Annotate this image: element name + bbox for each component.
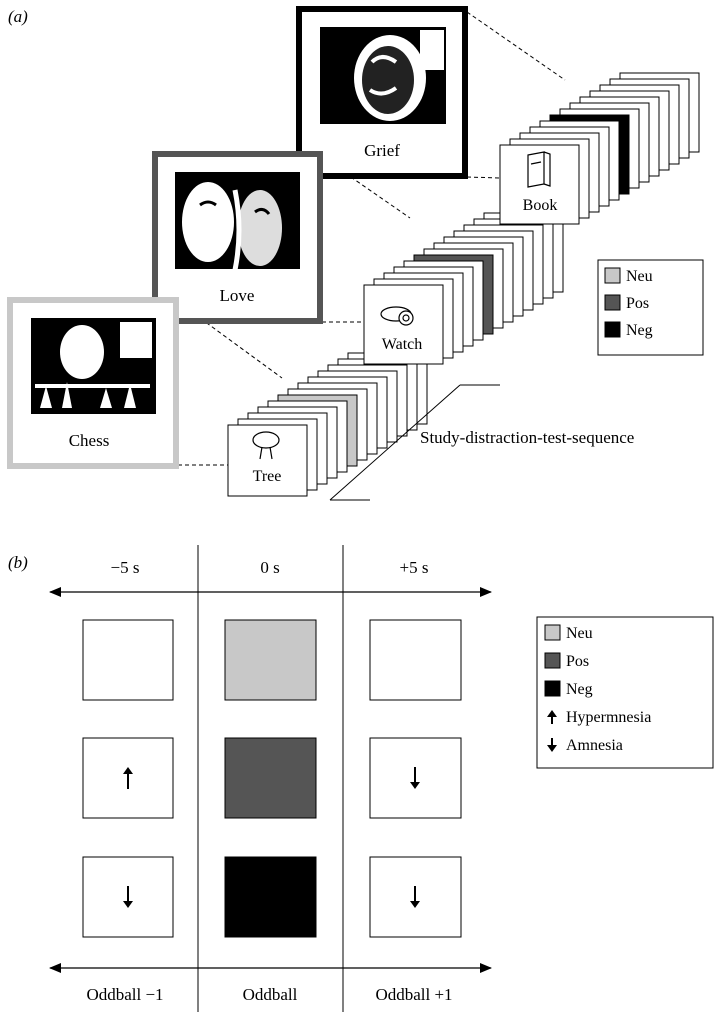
chess-photo xyxy=(31,318,156,414)
cell-after xyxy=(369,619,462,701)
sequence-label: Study-distraction-test-sequence xyxy=(420,428,634,447)
amnesia-arrow-icon xyxy=(547,738,557,752)
legend-b-label: Pos xyxy=(566,653,589,670)
legend-a-swatch xyxy=(604,267,621,284)
legend-a-label: Neg xyxy=(626,322,653,339)
arrow-up-icon xyxy=(123,767,133,789)
frame-chess: Chess xyxy=(7,297,179,469)
grid-row xyxy=(82,856,462,938)
arrow-down-icon xyxy=(410,767,420,789)
col-label-oddball: Oddball xyxy=(243,985,298,1004)
legend-a-swatch xyxy=(604,321,621,338)
card-book: Book xyxy=(499,144,580,225)
card-tree: Tree xyxy=(227,424,308,497)
col-label-plus5: +5 s xyxy=(400,558,429,577)
grid-row xyxy=(82,619,462,701)
cell-before xyxy=(82,619,174,701)
legend-b-swatch xyxy=(544,680,561,697)
legend-b-label: Hypermnesia xyxy=(566,709,651,726)
book-icon xyxy=(527,151,551,188)
card-watch: Watch xyxy=(363,284,444,365)
arrow-down-icon xyxy=(123,886,133,908)
oddball-grid xyxy=(82,619,462,938)
frame-love: Love xyxy=(152,151,323,324)
legend-b-box xyxy=(536,616,714,769)
legend-a-label: Neu xyxy=(626,268,653,285)
label-watch: Watch xyxy=(382,336,422,353)
label-grief: Grief xyxy=(364,141,400,160)
grid-row xyxy=(82,737,462,819)
frame-grief: Grief xyxy=(296,6,468,179)
sequence-axis xyxy=(329,384,500,501)
cell-oddball xyxy=(224,856,317,938)
label-tree: Tree xyxy=(253,468,282,485)
column-dividers xyxy=(197,545,344,1012)
legend-b-label: Amnesia xyxy=(566,737,623,754)
legend-b-swatch xyxy=(544,624,561,641)
legend-b-label: Neu xyxy=(566,625,593,642)
label-book: Book xyxy=(523,197,558,214)
legend-a-label: Pos xyxy=(626,295,649,312)
legend-a-swatch xyxy=(604,294,621,311)
legend-b-label: Neg xyxy=(566,681,593,698)
panel-a-label: (a) xyxy=(8,7,28,26)
arrow-down-icon xyxy=(410,886,420,908)
col-label-oddball-plus1: Oddball +1 xyxy=(375,985,452,1004)
tree-icon xyxy=(252,431,280,460)
legend-b-swatch xyxy=(544,652,561,669)
col-label-minus5: −5 s xyxy=(111,558,140,577)
hypermnesia-arrow-icon xyxy=(547,710,557,724)
label-chess: Chess xyxy=(69,431,110,450)
col-label-0: 0 s xyxy=(260,558,279,577)
cell-oddball xyxy=(224,737,317,819)
cell-oddball xyxy=(224,619,317,701)
love-photo xyxy=(175,172,300,271)
panel-b-label: (b) xyxy=(8,553,28,572)
col-label-oddball-minus1: Oddball −1 xyxy=(86,985,163,1004)
watch-icon xyxy=(380,306,414,326)
grief-photo xyxy=(320,27,446,124)
label-love: Love xyxy=(220,286,255,305)
